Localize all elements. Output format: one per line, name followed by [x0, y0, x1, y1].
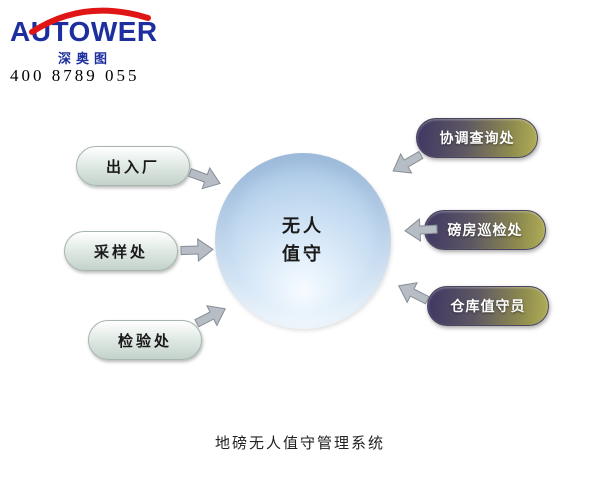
- arrow-query-icon: [386, 143, 428, 183]
- node-warehouse-keeper-label: 仓库值守员: [450, 298, 526, 314]
- node-sampling[interactable]: 采样处: [64, 231, 178, 271]
- logo: AUTOWER 深奥图: [10, 7, 180, 68]
- brand-logo-cn: 深奥图: [58, 51, 113, 66]
- arrow-warehouse-icon: [392, 274, 434, 313]
- node-entry-exit-label: 出入厂: [105, 158, 160, 176]
- center-label-line2: 值守: [282, 244, 324, 264]
- arrow-entry-icon: [185, 160, 226, 196]
- center-node-label: 无人 值守: [282, 213, 324, 269]
- arrow-inspection-icon: [190, 297, 232, 336]
- node-entry-exit[interactable]: 出入厂: [76, 146, 190, 186]
- arrow-sampling-icon: [180, 236, 215, 263]
- brand-logo-text: AUTOWER: [10, 16, 158, 47]
- caption-title: 地磅无人值守管理系统: [214, 436, 385, 452]
- phone-number: 400 8789 055: [10, 66, 140, 85]
- center-label-line1: 无人: [282, 216, 324, 237]
- node-warehouse-keeper[interactable]: 仓库值守员: [427, 286, 549, 326]
- node-inspection-label: 检验处: [117, 332, 172, 350]
- node-coordination-query-label: 协调查询处: [439, 130, 515, 146]
- center-node: 无人 值守: [215, 153, 391, 329]
- node-coordination-query[interactable]: 协调查询处: [416, 118, 538, 158]
- node-inspection[interactable]: 检验处: [88, 320, 202, 360]
- node-weighhouse-patrol[interactable]: 磅房巡检处: [424, 210, 546, 250]
- node-weighhouse-patrol-label: 磅房巡检处: [447, 222, 523, 238]
- arrow-patrol-icon: [403, 216, 438, 244]
- node-sampling-label: 采样处: [93, 243, 148, 261]
